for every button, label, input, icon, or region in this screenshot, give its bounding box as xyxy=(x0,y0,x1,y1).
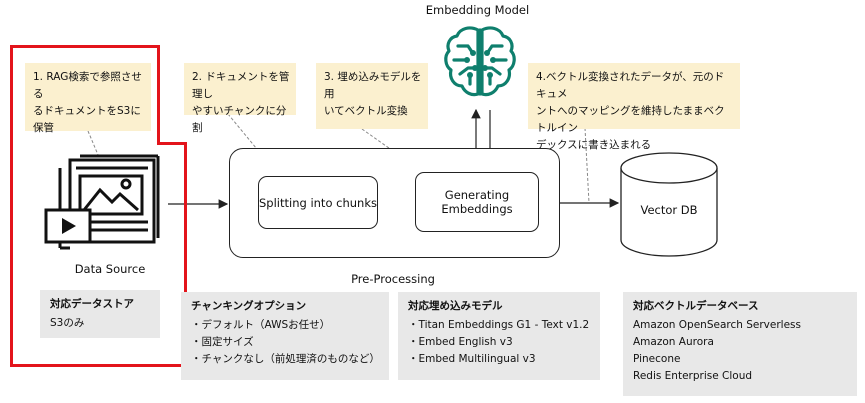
vector-databases-panel: 対応ベクトルデータベース Amazon OpenSearch Serverles… xyxy=(623,292,857,396)
note-step-1: 1. RAG検索で参照させる るドキュメントをS3に保管 xyxy=(25,63,151,134)
data-source-label: Data Source xyxy=(74,262,146,276)
vector-database-item: Amazon OpenSearch Serverless xyxy=(633,319,801,331)
vector-database-item: Pinecone xyxy=(633,353,681,365)
data-source-highlight-frame-bottom xyxy=(10,364,187,367)
generating-embeddings-label: Generating Embeddings xyxy=(441,188,513,216)
chunking-option-item: ・チャンクなし（前処理済のものなど） xyxy=(191,353,380,365)
embedding-model-item: ・Embed English v3 xyxy=(408,336,513,348)
embedding-model-item: ・Titan Embeddings G1 - Text v1.2 xyxy=(408,319,590,331)
chunking-option-item: ・固定サイズ xyxy=(191,336,254,348)
note-step-2: 2. ドキュメントを管理し やすいチャンクに分割 xyxy=(184,63,296,134)
generating-embeddings-box: Generating Embeddings xyxy=(415,172,539,232)
supported-datastores-heading: 対応データストア xyxy=(50,298,134,310)
note-step-3: 3. 埋め込みモデルを用 いてベクトル変換 xyxy=(316,63,428,129)
supported-datastore-item: S3のみ xyxy=(50,317,85,329)
vector-db-label: Vector DB xyxy=(640,203,698,217)
vector-database-item: Redis Enterprise Cloud xyxy=(633,370,753,382)
database-cylinder-icon xyxy=(619,150,719,258)
chunking-options-heading: チャンキングオプション xyxy=(191,300,307,312)
chunking-option-item: ・デフォルト（AWSお任せ） xyxy=(191,319,331,331)
embedding-models-heading: 対応埋め込みモデル xyxy=(408,300,503,312)
embedding-model-label: Embedding Model xyxy=(425,3,530,17)
embedding-models-panel: 対応埋め込みモデル ・Titan Embeddings G1 - Text v1… xyxy=(398,292,600,380)
splitting-into-chunks-label: Splitting into chunks xyxy=(259,195,377,210)
splitting-into-chunks-box: Splitting into chunks xyxy=(258,176,378,229)
data-source-highlight-frame-right xyxy=(157,45,160,145)
data-source-highlight-frame-step xyxy=(157,142,187,145)
brain-circuit-icon xyxy=(440,22,520,102)
data-source-highlight-frame xyxy=(10,45,160,367)
supported-datastores-panel: 対応データストア S3のみ xyxy=(40,290,160,338)
data-source-highlight-frame-right-lower xyxy=(184,142,187,367)
vector-databases-heading: 対応ベクトルデータベース xyxy=(633,300,759,312)
note-step-4: 4.ベクトル変換されたデータが、元のドキュメ ントへのマッピングを維持したままベ… xyxy=(528,63,740,151)
chunking-options-panel: チャンキングオプション ・デフォルト（AWSお任せ） ・固定サイズ ・チャンクな… xyxy=(181,292,389,380)
pre-processing-label: Pre-Processing xyxy=(351,272,435,286)
vector-database-item: Amazon Aurora xyxy=(633,336,714,348)
embedding-model-item: ・Embed Multilingual v3 xyxy=(408,353,536,365)
document-image-video-icon xyxy=(40,152,170,252)
